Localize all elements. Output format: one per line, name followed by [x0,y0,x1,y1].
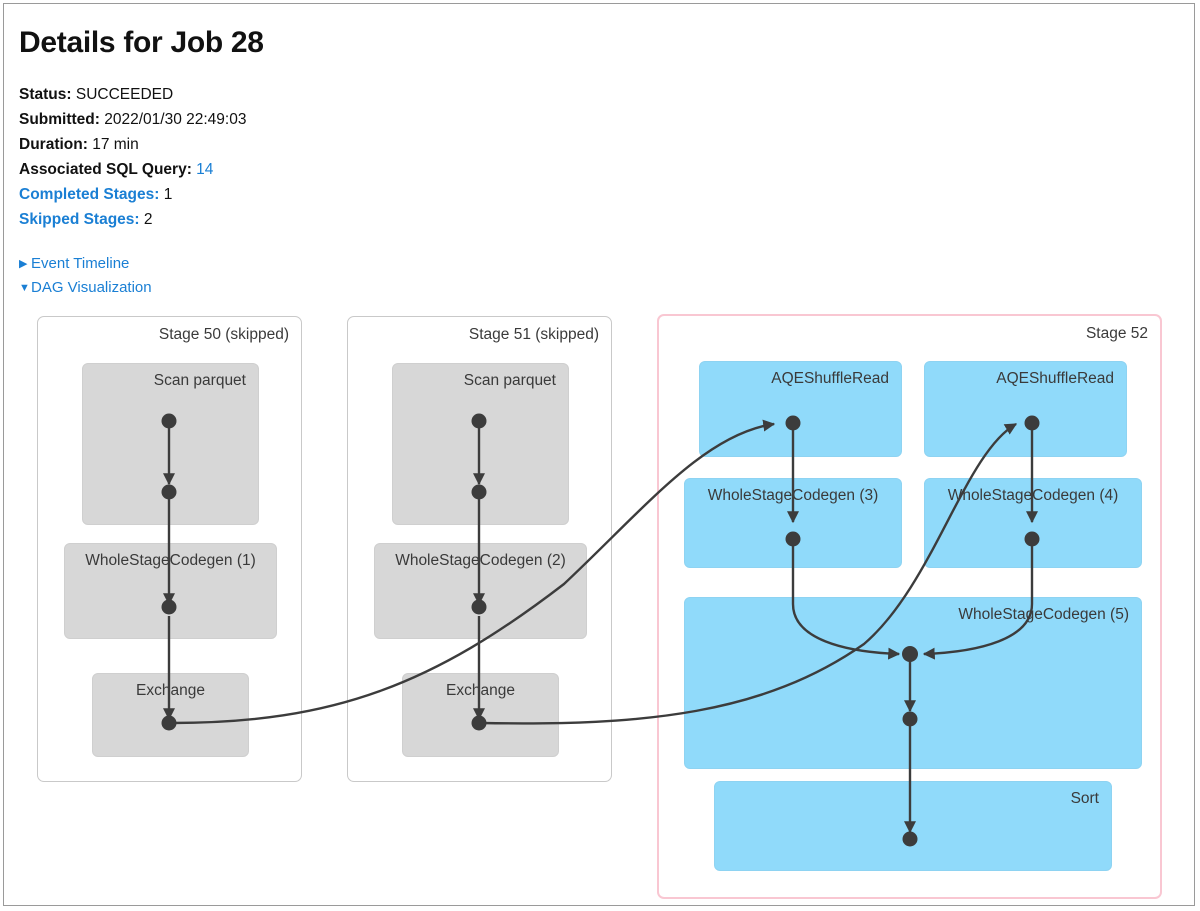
dag-visualization-toggle[interactable]: ▼DAG Visualization [19,276,152,300]
dag-node-exchange[interactable]: Exchange [402,673,559,757]
skipped-stages-link[interactable]: Skipped Stages: [19,211,140,228]
completed-stages-link[interactable]: Completed Stages: [19,186,160,203]
triangle-right-icon: ▶ [19,258,28,270]
meta-value-status: SUCCEEDED [75,86,174,103]
stage-container-50[interactable]: Stage 50 (skipped) Scan parquet WholeSta… [37,316,302,782]
dag-visualization-label: DAG Visualization [31,279,152,296]
page-title: Details for Job 28 [19,26,264,59]
meta-row-skipped-stages: Skipped Stages: 2 [19,207,246,232]
event-timeline-toggle[interactable]: ▶Event Timeline [19,252,152,276]
meta-value-completed-stages: 1 [163,186,173,203]
dag-node-wholestagecodegen-5[interactable]: WholeStageCodegen (5) [684,597,1142,769]
page-frame: Details for Job 28 Status: SUCCEEDED Sub… [3,3,1195,906]
dag-node-label: Scan parquet [463,372,556,389]
dag-node-label: Exchange [136,682,205,699]
meta-label-status: Status: [19,86,72,103]
triangle-down-icon: ▼ [19,282,30,294]
dag-node-label: WholeStageCodegen (4) [947,487,1119,504]
meta-value-duration: 17 min [92,136,139,153]
stage-container-51[interactable]: Stage 51 (skipped) Scan parquet WholeSta… [347,316,612,782]
dag-node-wholestagecodegen-4[interactable]: WholeStageCodegen (4) [924,478,1142,568]
dag-node-label: WholeStageCodegen (2) [395,552,566,569]
stage-label-52: Stage 52 [1085,325,1148,342]
dag-node-label: Scan parquet [153,372,246,389]
meta-row-submitted: Submitted: 2022/01/30 22:49:03 [19,107,246,132]
meta-row-associated-sql-query: Associated SQL Query: 14 [19,157,246,182]
meta-label-submitted: Submitted: [19,111,100,128]
dag-node-wholestagecodegen-2[interactable]: WholeStageCodegen (2) [374,543,587,639]
dag-node-wholestagecodegen-3[interactable]: WholeStageCodegen (3) [684,478,902,568]
dag-node-label: WholeStageCodegen (5) [958,606,1129,623]
job-metadata-list: Status: SUCCEEDED Submitted: 2022/01/30 … [19,82,246,232]
dag-node-label: Sort [1070,790,1099,807]
dag-node-label: AQEShuffleRead [771,370,889,387]
dag-node-label: WholeStageCodegen (3) [707,487,879,504]
dag-node-label: Exchange [446,682,515,699]
meta-row-completed-stages: Completed Stages: 1 [19,182,246,207]
meta-label-associated-sql-query: Associated SQL Query: [19,161,192,178]
meta-row-duration: Duration: 17 min [19,132,246,157]
dag-node-label: WholeStageCodegen (1) [85,552,256,569]
stage-label-51: Stage 51 (skipped) [468,326,599,343]
dag-node-aqeshuffleread-2[interactable]: AQEShuffleRead [924,361,1127,457]
dag-node-scan-parquet[interactable]: Scan parquet [82,363,259,525]
meta-value-skipped-stages: 2 [143,211,153,228]
meta-row-status: Status: SUCCEEDED [19,82,246,107]
dag-node-scan-parquet[interactable]: Scan parquet [392,363,569,525]
event-timeline-label: Event Timeline [31,255,130,272]
collapsible-sections: ▶Event Timeline ▼DAG Visualization [19,252,152,300]
dag-node-sort[interactable]: Sort [714,781,1112,871]
dag-node-exchange[interactable]: Exchange [92,673,249,757]
meta-value-submitted: 2022/01/30 22:49:03 [104,111,247,128]
stage-label-50: Stage 50 (skipped) [158,326,289,343]
associated-sql-query-link[interactable]: 14 [196,161,214,178]
stage-container-52[interactable]: Stage 52 AQEShuffleRead AQEShuffleRead W… [657,314,1162,899]
dag-node-label: AQEShuffleRead [996,370,1114,387]
meta-label-duration: Duration: [19,136,88,153]
dag-node-wholestagecodegen-1[interactable]: WholeStageCodegen (1) [64,543,277,639]
dag-node-aqeshuffleread-1[interactable]: AQEShuffleRead [699,361,902,457]
